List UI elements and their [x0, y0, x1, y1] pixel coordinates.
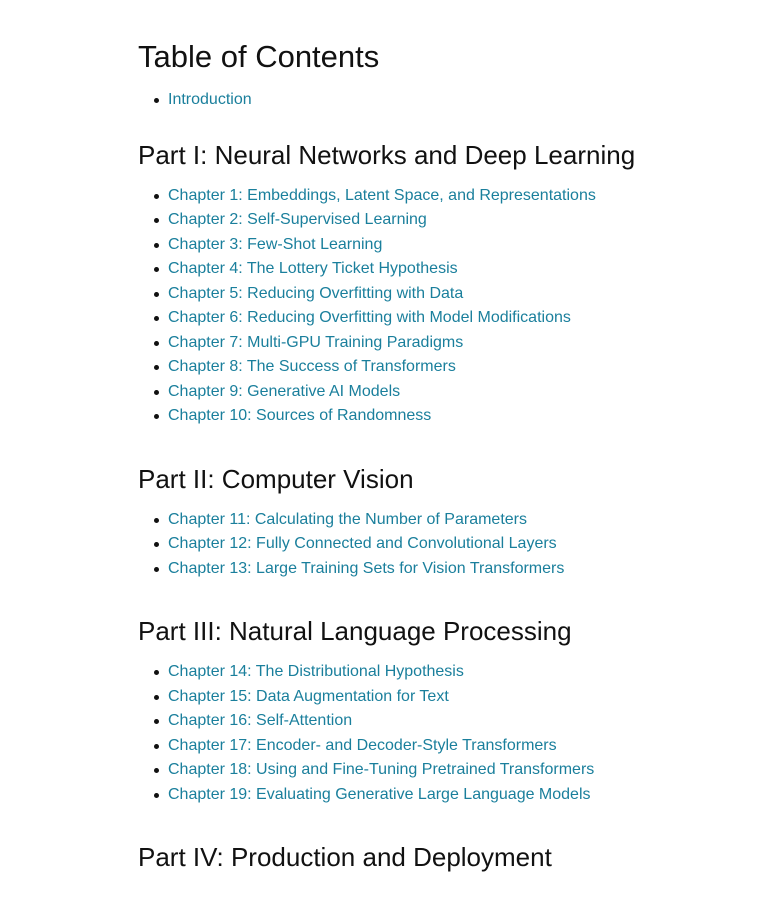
- chapter-link[interactable]: Chapter 15: Data Augmentation for Text: [168, 687, 449, 705]
- part-section: Part IV: Production and Deployment: [138, 841, 738, 873]
- chapter-link[interactable]: Chapter 12: Fully Connected and Convolut…: [168, 535, 557, 552]
- toc-content: Table of Contents Introduction Part I: N…: [138, 38, 738, 886]
- list-item: Chapter 10: Sources of Randomness: [138, 404, 738, 429]
- chapter-list: Chapter 1: Embeddings, Latent Space, and…: [138, 184, 738, 429]
- part-sections: Part I: Neural Networks and Deep Learnin…: [138, 139, 738, 874]
- chapter-link[interactable]: Chapter 17: Encoder- and Decoder-Style T…: [168, 736, 557, 754]
- list-item: Chapter 11: Calculating the Number of Pa…: [138, 508, 738, 533]
- intro-list: Introduction: [138, 88, 738, 113]
- list-item: Chapter 5: Reducing Overfitting with Dat…: [138, 282, 738, 307]
- chapter-link[interactable]: Chapter 8: The Success of Transformers: [168, 358, 456, 375]
- chapter-link[interactable]: Chapter 13: Large Training Sets for Visi…: [168, 559, 565, 577]
- chapter-link[interactable]: Chapter 5: Reducing Overfitting with Dat…: [168, 284, 464, 302]
- chapter-link[interactable]: Chapter 18: Using and Fine-Tuning Pretra…: [168, 761, 595, 778]
- part-heading: Part IV: Production and Deployment: [138, 842, 552, 872]
- list-item: Introduction: [138, 88, 738, 113]
- introduction-link[interactable]: Introduction: [168, 91, 252, 108]
- list-item: Chapter 1: Embeddings, Latent Space, and…: [138, 184, 738, 209]
- list-item: Chapter 4: The Lottery Ticket Hypothesis: [138, 257, 738, 282]
- list-item: Chapter 17: Encoder- and Decoder-Style T…: [138, 734, 738, 759]
- list-item: Chapter 7: Multi-GPU Training Paradigms: [138, 331, 738, 356]
- list-item: Chapter 12: Fully Connected and Convolut…: [138, 532, 738, 557]
- chapter-link[interactable]: Chapter 11: Calculating the Number of Pa…: [168, 510, 527, 528]
- list-item: Chapter 9: Generative AI Models: [138, 380, 738, 405]
- list-item: Chapter 15: Data Augmentation for Text: [138, 685, 738, 710]
- part-section: Part I: Neural Networks and Deep Learnin…: [138, 139, 738, 429]
- list-item: Chapter 14: The Distributional Hypothesi…: [138, 660, 738, 685]
- chapter-link[interactable]: Chapter 3: Few-Shot Learning: [168, 235, 383, 253]
- list-item: Chapter 19: Evaluating Generative Large …: [138, 783, 738, 808]
- list-item: Chapter 3: Few-Shot Learning: [138, 233, 738, 258]
- chapter-link[interactable]: Chapter 6: Reducing Overfitting with Mod…: [168, 309, 571, 326]
- chapter-link[interactable]: Chapter 7: Multi-GPU Training Paradigms: [168, 333, 464, 351]
- chapter-list: Chapter 14: The Distributional Hypothesi…: [138, 660, 738, 807]
- chapter-link[interactable]: Chapter 19: Evaluating Generative Large …: [168, 785, 591, 803]
- part-heading: Part II: Computer Vision: [138, 463, 414, 494]
- chapter-link[interactable]: Chapter 2: Self-Supervised Learning: [168, 211, 427, 228]
- chapter-list: Chapter 11: Calculating the Number of Pa…: [138, 508, 738, 582]
- page-title: Table of Contents: [138, 39, 380, 74]
- chapter-link[interactable]: Chapter 10: Sources of Randomness: [168, 407, 432, 424]
- part-heading: Part III: Natural Language Processing: [138, 616, 572, 646]
- list-item: Chapter 13: Large Training Sets for Visi…: [138, 557, 738, 582]
- list-item: Chapter 8: The Success of Transformers: [138, 355, 738, 380]
- chapter-link[interactable]: Chapter 9: Generative AI Models: [168, 382, 401, 400]
- chapter-link[interactable]: Chapter 14: The Distributional Hypothesi…: [168, 663, 464, 680]
- chapter-link[interactable]: Chapter 4: The Lottery Ticket Hypothesis: [168, 260, 458, 277]
- chapter-link[interactable]: Chapter 1: Embeddings, Latent Space, and…: [168, 186, 596, 204]
- list-item: Chapter 2: Self-Supervised Learning: [138, 208, 738, 233]
- list-item: Chapter 18: Using and Fine-Tuning Pretra…: [138, 758, 738, 783]
- list-item: Chapter 16: Self-Attention: [138, 709, 738, 734]
- part-heading: Part I: Neural Networks and Deep Learnin…: [138, 139, 636, 170]
- list-item: Chapter 6: Reducing Overfitting with Mod…: [138, 306, 738, 331]
- chapter-link[interactable]: Chapter 16: Self-Attention: [168, 712, 353, 729]
